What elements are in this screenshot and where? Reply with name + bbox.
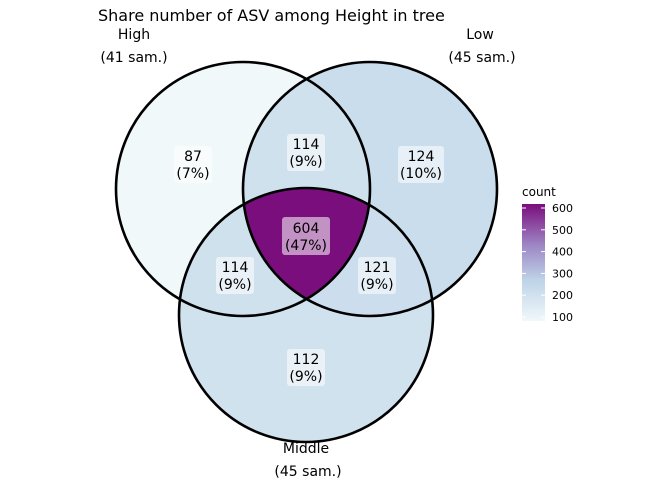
legend-ticks: 600 500 400 300 200 100	[522, 202, 573, 324]
region-percent: (47%)	[285, 238, 327, 254]
region-label-high-low: 114 (9%)	[287, 134, 325, 171]
label-box	[398, 146, 444, 183]
set-size-high: (41 sam.)	[100, 50, 167, 66]
legend-tick-label: 500	[552, 224, 573, 237]
set-size-low: (45 sam.)	[448, 50, 515, 66]
label-box	[282, 217, 330, 255]
chart-title: Share number of ASV among Height in tree	[98, 6, 445, 25]
set-label-low: Low	[466, 27, 494, 43]
label-box	[287, 134, 325, 171]
region-percent: (9%)	[218, 277, 251, 293]
set-circle-middle	[177, 186, 435, 444]
set-circle-low	[241, 60, 499, 318]
region-label-middle-only: 112 (9%)	[287, 349, 325, 386]
set-size-middle: (45 sam.)	[274, 464, 341, 480]
label-box	[287, 349, 325, 386]
legend-tick-label: 400	[552, 246, 573, 259]
color-legend: count 600 500 400 300 200 100	[522, 185, 573, 324]
region-percent: (9%)	[289, 369, 322, 385]
label-box	[174, 146, 212, 183]
legend-tick-label: 100	[552, 311, 573, 324]
legend-colorbar	[522, 204, 545, 321]
region-count: 114	[293, 137, 320, 153]
legend-tick-label: 600	[552, 202, 573, 215]
label-box	[358, 257, 396, 294]
region-count: 87	[184, 149, 202, 165]
set-label-high: High	[118, 27, 150, 43]
legend-title: count	[522, 185, 556, 199]
region-count: 121	[364, 260, 391, 276]
set-circle-high	[114, 60, 372, 318]
legend-tick-label: 200	[552, 289, 573, 302]
region-percent: (7%)	[176, 166, 209, 182]
region-label-low-only: 124 (10%)	[398, 146, 444, 183]
region-percent: (9%)	[289, 154, 322, 170]
region-count: 112	[293, 352, 320, 368]
region-count: 604	[293, 221, 320, 237]
region-count: 114	[222, 260, 249, 276]
region-count: 124	[408, 149, 435, 165]
region-label-all-three: 604 (47%)	[282, 217, 330, 255]
region-percent: (9%)	[360, 277, 393, 293]
region-label-high-middle: 114 (9%)	[216, 257, 254, 294]
region-label-high-only: 87 (7%)	[174, 146, 212, 183]
label-box	[216, 257, 254, 294]
set-label-middle: Middle	[283, 441, 329, 457]
region-percent: (10%)	[400, 166, 442, 182]
region-label-low-middle: 121 (9%)	[358, 257, 396, 294]
legend-tick-label: 300	[552, 267, 573, 280]
